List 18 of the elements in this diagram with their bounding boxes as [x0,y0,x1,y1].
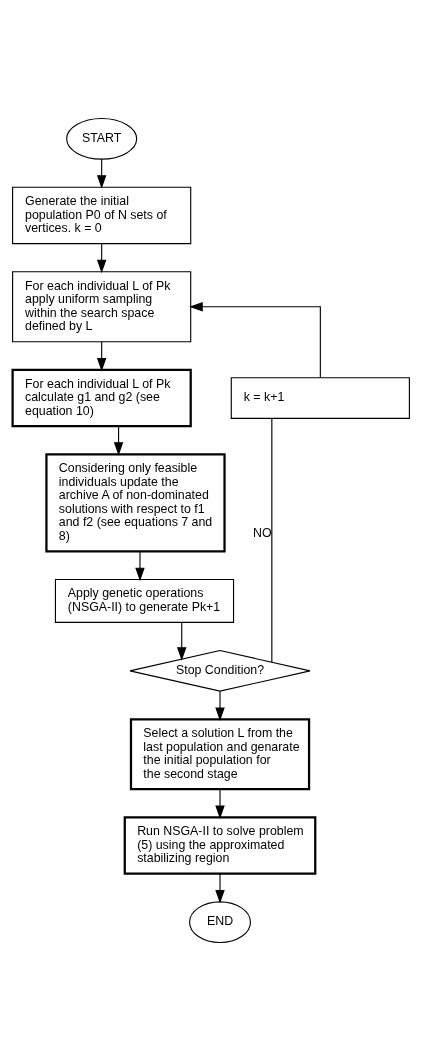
node-box: k = k+1 [230,377,410,419]
node-box: Run NSGA-II to solve problem (5) using the approximated stabilizing region [123,816,317,875]
arrow [189,302,321,378]
arrow [177,622,187,661]
node-box: Apply genetic operations (NSGA-II) to generate Pk+1 [54,578,235,623]
edge-label: NO [252,525,272,540]
arrow [215,788,225,819]
node-box: Considering only feasible individuals update the archive A of non-dominated solutions with respect to f1 and f2 (see equations 7 and 8) [45,453,226,553]
arrow [215,873,225,904]
node-box: For each individual L of Pk calculate g1 and g2 (see equation 10) [11,368,192,428]
node-ellipse: END [189,901,251,944]
connector [271,417,273,663]
node-box: Generate the initial population P0 of N sets of vertices. k = 0 [12,186,192,245]
node-box: For each individual L of Pk apply uniform sampling within the search space defined by L [12,271,192,343]
arrow [135,551,145,582]
node-ellipse: START [66,117,138,160]
arrow [215,690,225,721]
node-box: Select a solution L from the last population and genarate the initial population for the second stage [129,718,311,791]
